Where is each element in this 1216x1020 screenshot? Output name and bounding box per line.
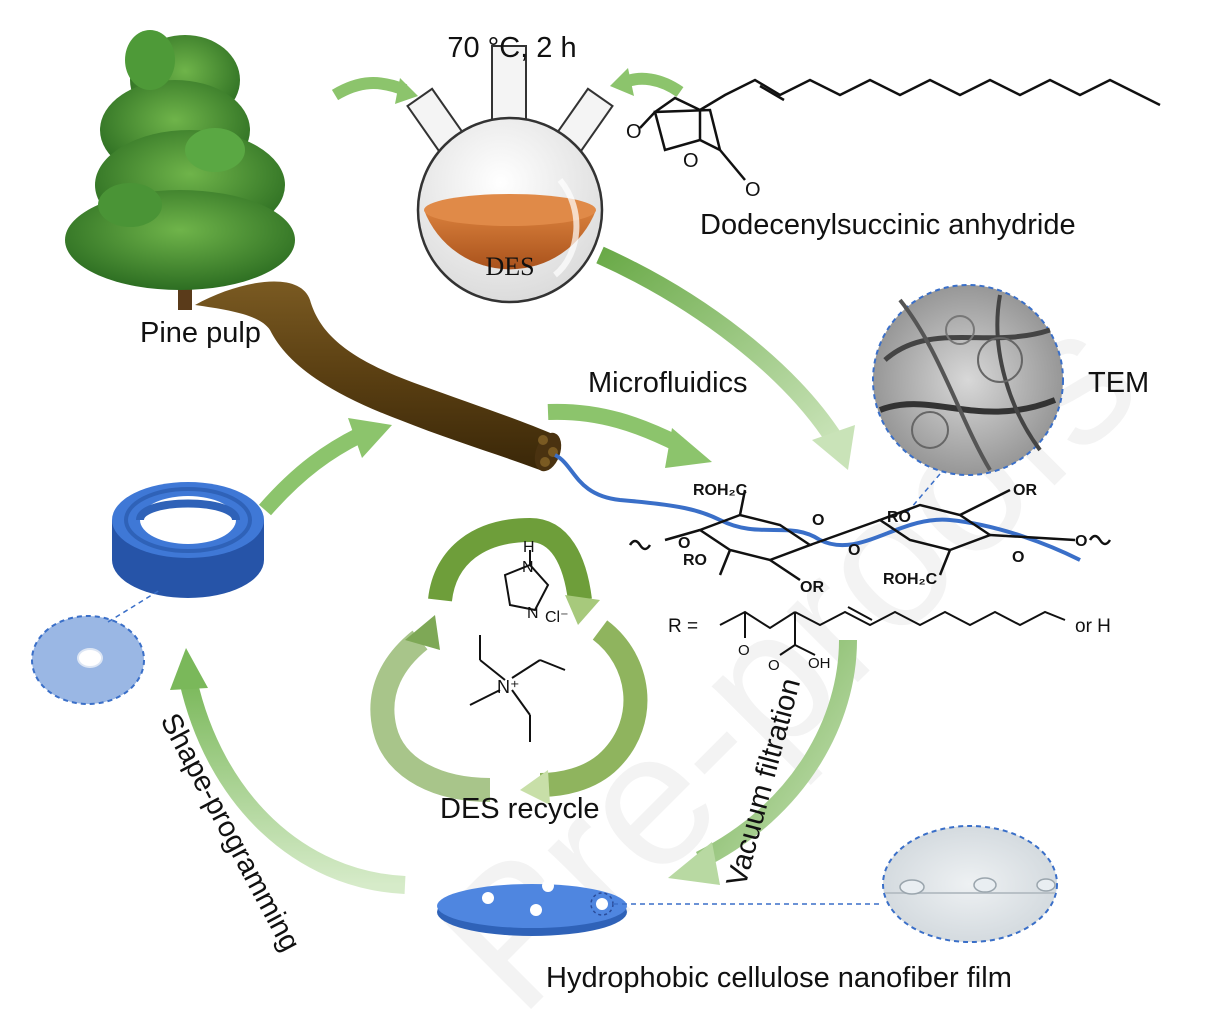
des-label: DES xyxy=(485,252,534,281)
oxygen-label: O xyxy=(678,535,690,552)
nitrogen-label: N⁺ xyxy=(497,677,520,697)
tem-micrograph-inset xyxy=(872,284,1064,516)
hydrophobic-film-icon xyxy=(437,880,880,936)
nitrogen-label: N xyxy=(527,605,539,622)
source-label: Pine pulp xyxy=(140,317,261,349)
oxygen-label: O xyxy=(768,657,780,674)
anhydride-oxygen: O xyxy=(683,150,699,172)
substituent-label: RO xyxy=(887,509,911,526)
anhydride-oxygen: O xyxy=(745,179,761,201)
or-h-label: or H xyxy=(1075,616,1111,637)
arrow-flask-to-cellulose xyxy=(596,246,843,445)
oxygen-label: O xyxy=(848,542,860,559)
anhydride-oxygen: O xyxy=(626,121,642,143)
substituent-label: RO xyxy=(683,552,707,569)
hydroxyl-label: OH xyxy=(808,655,831,672)
oxygen-label: O xyxy=(812,512,824,529)
product-label: Hydrophobic cellulose nanofiber film xyxy=(546,962,1012,994)
reagent-label: Dodecenylsuccinic anhydride xyxy=(700,209,1076,241)
substituent-label: ROH₂C xyxy=(883,571,938,588)
reaction-conditions-label: 70 °C, 2 h xyxy=(447,32,576,64)
oxygen-label: O xyxy=(738,642,750,659)
cellulose-structure xyxy=(628,488,1112,582)
water-droplet-inset xyxy=(882,825,1058,943)
oxygen-label: O xyxy=(1012,549,1024,566)
arrow-tube-to-fiber xyxy=(258,427,364,516)
nitrogen-label: N xyxy=(522,559,534,576)
arrow-reagent-to-flask xyxy=(622,72,684,98)
recycle-arrows-icon xyxy=(370,517,648,805)
chloride-label: Cl⁻ xyxy=(545,609,569,626)
tube-photo-inset xyxy=(31,589,161,705)
oxygen-label: O xyxy=(1075,533,1087,550)
rolled-tube-icon xyxy=(112,482,264,598)
arrow-microfluidics xyxy=(547,403,684,453)
r-equals-label: R = xyxy=(668,616,698,637)
three-neck-flask-icon xyxy=(406,45,614,304)
arrow-shape-programming xyxy=(179,678,406,894)
pine-tree-icon xyxy=(65,30,295,310)
fiber-bundle-icon xyxy=(195,281,562,472)
substituent-label: ROH₂C xyxy=(693,482,748,499)
r-group-structure xyxy=(719,606,1066,656)
arrow-tree-to-flask xyxy=(331,77,408,101)
hydrogen-label: H xyxy=(523,539,535,556)
anhydride-structure xyxy=(639,78,1161,181)
tem-label: TEM xyxy=(1088,367,1149,399)
ammonium-structure xyxy=(469,635,566,742)
microfluidics-label: Microfluidics xyxy=(588,367,748,399)
substituent-label: OR xyxy=(1013,482,1037,499)
substituent-label: OR xyxy=(800,579,824,596)
imidazolium-structure xyxy=(503,550,550,612)
arrow-vacuum-filtration xyxy=(695,639,857,869)
recycle-label: DES recycle xyxy=(440,793,600,825)
